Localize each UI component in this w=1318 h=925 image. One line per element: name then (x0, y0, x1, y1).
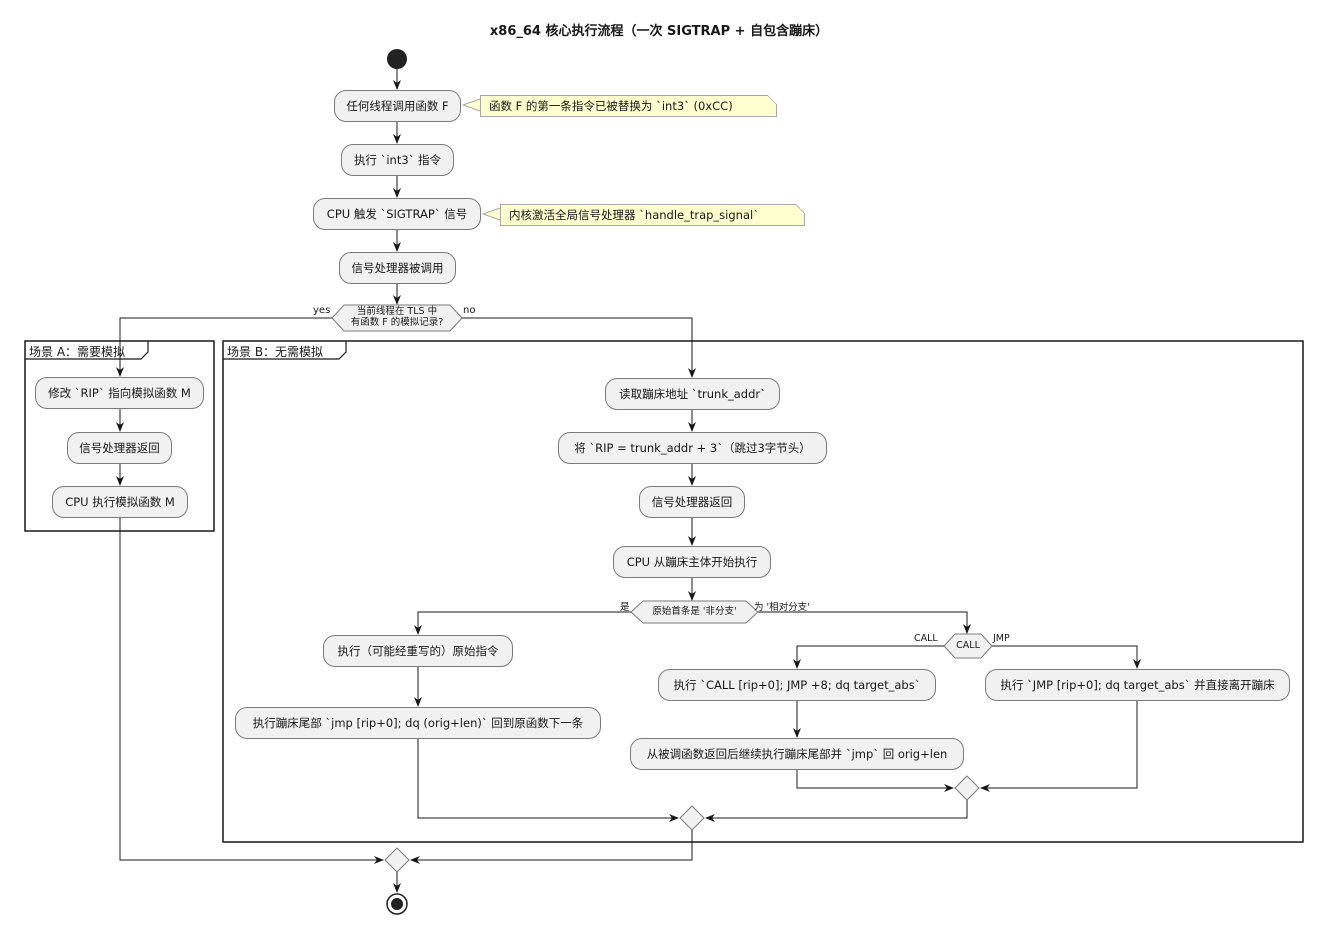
merge-final-diamond (384, 847, 410, 873)
decision-yes-label: yes (313, 305, 331, 316)
partition-b-label: 场景 B：无需模拟 (227, 345, 324, 359)
step-execute-int3: 执行 `int3` 指令 (341, 144, 454, 176)
b-step-exec-trunk-tail: 执行蹦床尾部 `jmp [rip+0]; dq (orig+len)` 回到原函… (235, 707, 601, 739)
decision-tls-line: 当前线程在 TLS 中 (356, 306, 438, 317)
step-handler-invoked: 信号处理器被调用 (339, 252, 456, 284)
step-call-function-f: 任何线程调用函数 F (334, 90, 461, 122)
decision-branch-yes-label: 是 (620, 602, 630, 613)
decision-call-label: CALL (914, 633, 938, 644)
b-step-return-continue: 从被调函数返回后继续执行蹦床尾部并 `jmp` 回 orig+len (630, 738, 964, 770)
decision-branch-type-text: 原始首条是 '非分支' (652, 606, 737, 617)
decision-jmp-label: JMP (993, 633, 1010, 644)
b-step-set-rip: 将 `RIP = trunk_addr + 3`（跳过3字节头） (558, 432, 827, 464)
b-step-handler-return: 信号处理器返回 (639, 486, 745, 518)
end-node (386, 893, 408, 915)
b-step-exec-original: 执行（可能经重写的）原始指令 (323, 635, 513, 667)
merge-scenario-b-diamond (679, 805, 705, 831)
a-step-cpu-exec-m: CPU 执行模拟函数 M (52, 486, 188, 518)
note-int3-replacement: 函数 F 的第一条指令已被替换为 `int3` (0xCC) (480, 95, 777, 117)
b-step-exec-jmp: 执行 `JMP [rip+0]; dq target_abs` 并直接离开蹦床 (985, 669, 1290, 701)
decision-no-label: no (463, 305, 476, 316)
start-node (387, 49, 407, 69)
partition-a-label: 场景 A：需要模拟 (29, 345, 126, 359)
b-step-cpu-exec-trunk: CPU 从蹦床主体开始执行 (613, 546, 771, 578)
flow-connectors (116, 69, 1141, 893)
note-kernel-handler: 内核激活全局信号处理器 `handle_trap_signal` (500, 204, 805, 226)
step-cpu-sigtrap: CPU 触发 `SIGTRAP` 信号 (313, 198, 481, 230)
decision-call-jmp-text: CALL (956, 640, 980, 651)
a-step-handler-return: 信号处理器返回 (67, 432, 172, 464)
decision-branch-no-label: 为 '相对分支' (754, 602, 810, 613)
b-step-read-trunk: 读取蹦床地址 `trunk_addr` (605, 378, 780, 410)
partition-b-frame (222, 340, 1304, 843)
b-step-exec-call: 执行 `CALL [rip+0]; JMP +8; dq target_abs` (658, 669, 936, 701)
a-step-modify-rip: 修改 `RIP` 指向模拟函数 M (35, 377, 204, 409)
decision-tls-line: 有函数 F 的模拟记录? (350, 317, 444, 328)
merge-call-jmp-diamond (954, 775, 980, 801)
diagram-title: x86_64 核心执行流程（一次 SIGTRAP + 自包含蹦床） (489, 24, 829, 39)
note-tails (461, 98, 501, 221)
decision-tls-text: 当前线程在 TLS 中有函数 F 的模拟记录? (332, 306, 462, 328)
